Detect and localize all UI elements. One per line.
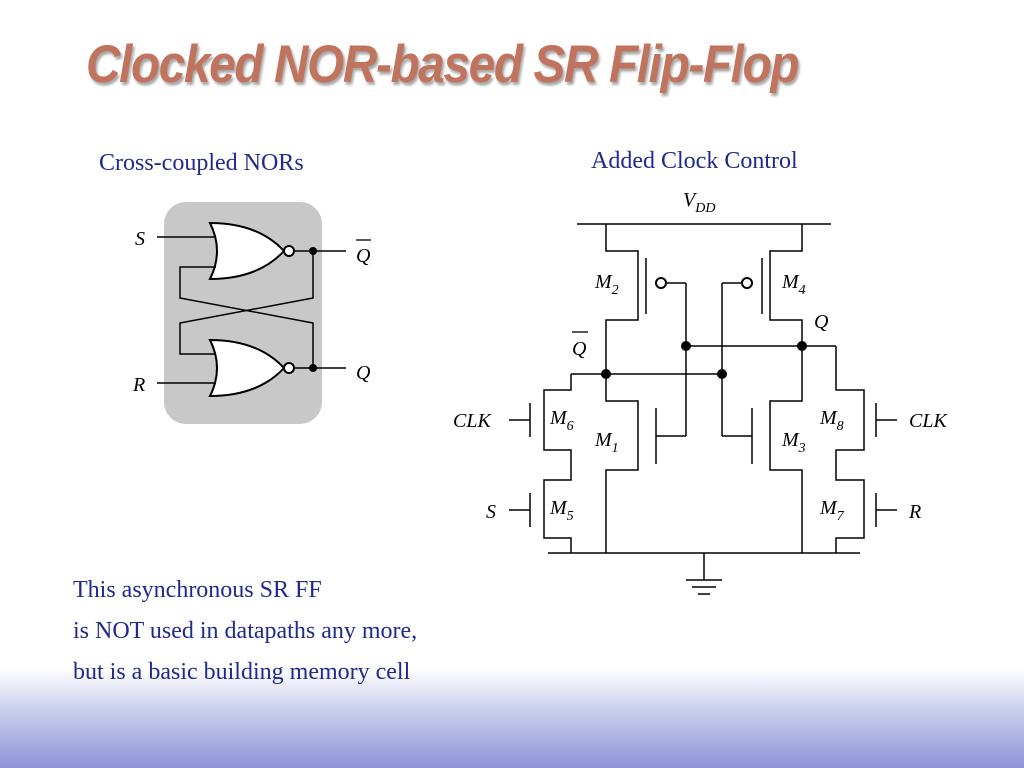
m5-label: M5 (549, 497, 574, 524)
body-line: This asynchronous SR FF (73, 577, 322, 603)
gate-input-r-label: R (132, 374, 145, 396)
m3-label: M3 (781, 429, 806, 456)
left-heading: Cross-coupled NORs (99, 150, 304, 176)
clocked-transistor-schematic: VDD M2 M4 M6 M1 M8 M3 M5 M7 Q Q CLK CLK … (453, 189, 948, 595)
vdd-label: VDD (683, 189, 715, 216)
q-node-label: Q (814, 311, 829, 333)
inverter-bubble-bottom (283, 362, 295, 374)
inverter-bubble-top (283, 245, 295, 257)
nor-gate-bottom (208, 338, 286, 398)
cross-coupled-nor-diagram: S R Q Q (132, 202, 371, 424)
junction-dot (717, 369, 727, 379)
pmos-gate-bubble-m4 (741, 277, 753, 289)
junction-dot (797, 341, 807, 351)
slide-title: Clocked NOR-based SR Flip-Flop (86, 35, 800, 94)
m8-label: M8 (819, 407, 844, 434)
m6-label: M6 (549, 407, 574, 434)
gate-output-qbar-label: Q (356, 245, 371, 267)
clk-right-label: CLK (909, 410, 948, 432)
junction-dot (309, 247, 317, 255)
m1-label: M1 (594, 429, 619, 456)
schematic-wires (509, 223, 897, 595)
clk-left-label: CLK (453, 410, 492, 432)
m4-label: M4 (781, 271, 806, 298)
m2-label: M2 (594, 271, 619, 298)
junction-dot (681, 341, 691, 351)
junction-dot (309, 364, 317, 372)
body-line: is NOT used in datapaths any more, (73, 618, 418, 644)
body-text: This asynchronous SR FF is NOT used in d… (73, 570, 417, 693)
qbar-node-label: Q (572, 338, 587, 360)
pmos-gate-bubble-m2 (655, 277, 667, 289)
gate-wires (157, 236, 346, 384)
m7-label: M7 (819, 497, 845, 524)
nor-gate-top (208, 221, 286, 281)
junction-dot (601, 369, 611, 379)
s-input-label: S (486, 501, 496, 523)
gate-input-s-label: S (135, 228, 145, 250)
body-line: but is a basic building memory cell (73, 659, 411, 685)
r-input-label: R (908, 501, 921, 523)
right-heading: Added Clock Control (591, 148, 798, 174)
gate-output-q-label: Q (356, 362, 371, 384)
